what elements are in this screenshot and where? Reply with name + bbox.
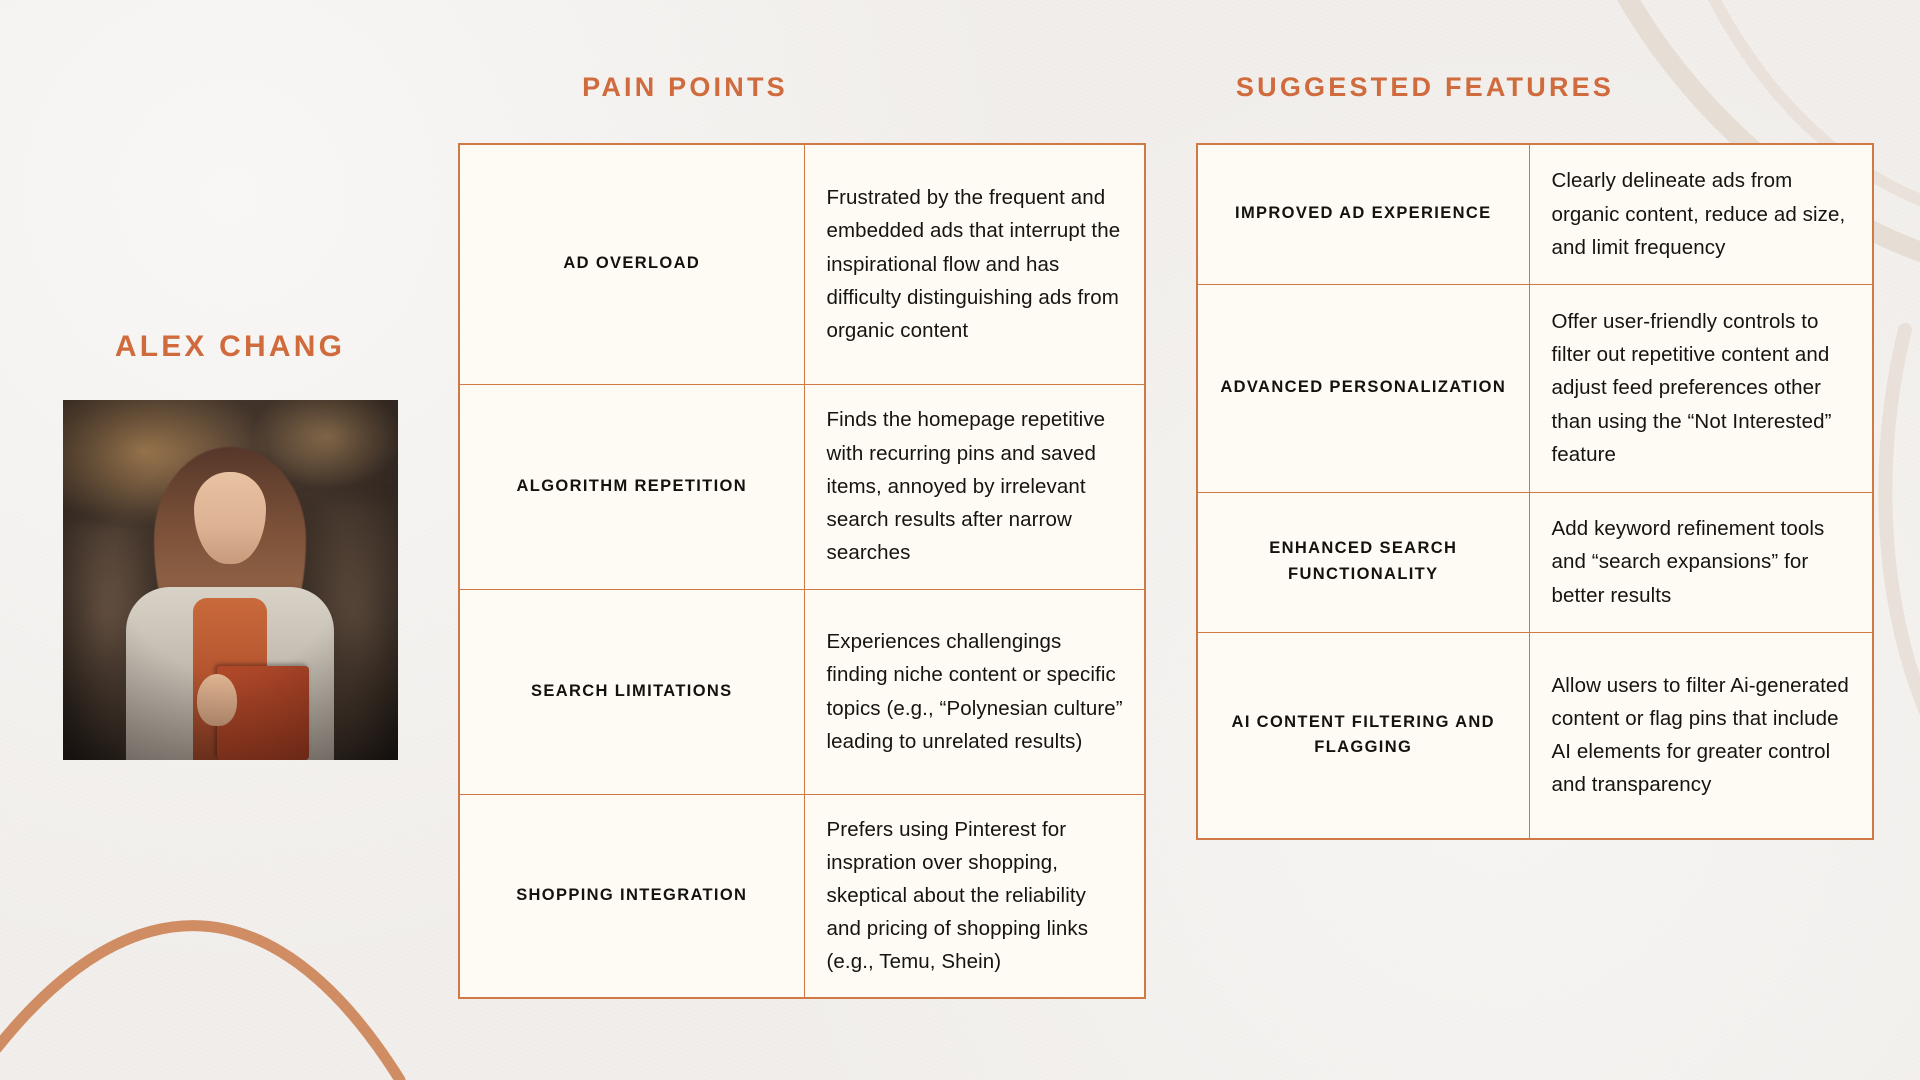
pain-point-body: Frustrated by the frequent and embedded …: [803, 143, 1146, 385]
pain-point-label: ALGORITHM REPETITION: [458, 383, 805, 590]
feature-label: AI CONTENT FILTERING AND FLAGGING: [1196, 631, 1530, 840]
feature-body: Add keyword refinement tools and “search…: [1528, 491, 1874, 633]
pain-point-body: Finds the homepage repetitive with recur…: [803, 383, 1146, 590]
pain-points-heading: PAIN POINTS: [582, 72, 788, 102]
person-hand: [196, 673, 237, 726]
table-row: IMPROVED AD EXPERIENCE Clearly delineate…: [1196, 143, 1874, 285]
arc-right-edge: [1878, 323, 1920, 716]
feature-label: ENHANCED SEARCH FUNCTIONALITY: [1196, 491, 1530, 633]
pain-point-body: Experiences challengings finding niche c…: [803, 588, 1146, 795]
photo-vignette: [62, 400, 398, 760]
arc-bottom-left: [0, 920, 406, 1080]
suggested-features-heading: SUGGESTED FEATURES: [1235, 72, 1615, 102]
feature-label: ADVANCED PERSONALIZATION: [1196, 283, 1530, 493]
pain-point-label: SEARCH LIMITATIONS: [458, 588, 805, 795]
persona-name: ALEX CHANG: [114, 330, 346, 363]
feature-label: IMPROVED AD EXPERIENCE: [1196, 143, 1530, 285]
table-row: ENHANCED SEARCH FUNCTIONALITY Add keywor…: [1196, 491, 1874, 633]
table-row: ALGORITHM REPETITION Finds the homepage …: [458, 383, 1146, 590]
suggested-features-table: IMPROVED AD EXPERIENCE Clearly delineate…: [1196, 143, 1874, 840]
feature-body: Clearly delineate ads from organic conte…: [1528, 143, 1874, 285]
table-row: SEARCH LIMITATIONS Experiences challengi…: [458, 588, 1146, 795]
persona-block: ALEX CHANG: [0, 330, 460, 760]
persona-photo: [62, 400, 398, 760]
feature-body: Offer user-friendly controls to filter o…: [1528, 283, 1874, 493]
pain-points-table: AD OVERLOAD Frustrated by the frequent a…: [458, 143, 1146, 999]
pain-point-body: Prefers using Pinterest for inspration o…: [803, 793, 1146, 999]
table-row: SHOPPING INTEGRATION Prefers using Pinte…: [458, 793, 1146, 999]
person-face: [194, 472, 266, 564]
table-row: ADVANCED PERSONALIZATION Offer user-frie…: [1196, 283, 1874, 493]
table-row: AI CONTENT FILTERING AND FLAGGING Allow …: [1196, 631, 1874, 840]
pain-point-label: AD OVERLOAD: [458, 143, 805, 385]
table-row: AD OVERLOAD Frustrated by the frequent a…: [458, 143, 1146, 385]
feature-body: Allow users to filter Ai-generated conte…: [1528, 631, 1874, 840]
pain-point-label: SHOPPING INTEGRATION: [458, 793, 805, 999]
